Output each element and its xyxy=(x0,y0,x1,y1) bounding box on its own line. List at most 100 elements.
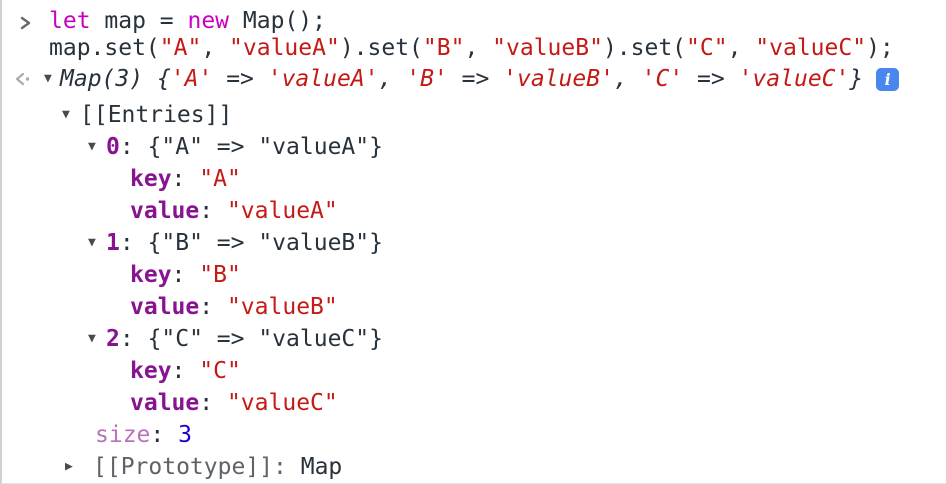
code-token: "valueA" xyxy=(229,35,340,61)
code-token: , xyxy=(613,66,642,92)
code-token: {"B" => "valueB"} xyxy=(147,230,383,256)
code-token: : xyxy=(171,262,200,288)
chevron-right-icon xyxy=(19,15,34,31)
code-token: : xyxy=(119,326,148,352)
code-token: [[Entries]] xyxy=(80,102,233,128)
code-token: 2 xyxy=(106,326,120,352)
tree-row-text: 1: {"B" => "valueB"} xyxy=(106,230,383,256)
code-token: {"A" => "valueA"} xyxy=(147,134,383,160)
code-token: key xyxy=(130,358,172,384)
code-token: "C" xyxy=(199,358,241,384)
entry-1-key-row: key: "B" xyxy=(2,259,946,291)
code-line-1: let map = new Map(); xyxy=(49,8,894,35)
triangle-down-icon[interactable]: ▼ xyxy=(62,106,70,122)
code-token: map.set( xyxy=(49,35,160,61)
entry-2-row[interactable]: ▼ 2: {"C" => "valueC"} xyxy=(2,323,946,355)
code-token: "B" xyxy=(199,262,241,288)
triangle-down-icon[interactable]: ▼ xyxy=(44,70,52,86)
code-line-2: map.set("A", "valueA").set("B", "valueB"… xyxy=(49,35,894,62)
code-token: ).set( xyxy=(339,35,423,61)
tree-row-text: key: "B" xyxy=(130,262,241,288)
console-result-entry: ▼ Map(3) {'A' => 'valueA', 'B' => 'value… xyxy=(2,62,946,483)
code-token: value xyxy=(130,198,200,224)
code-token: , xyxy=(464,35,493,61)
code-token: => xyxy=(683,66,739,92)
code-token: 'valueA' xyxy=(267,66,379,92)
entries-row[interactable]: ▼ [[Entries]] xyxy=(2,99,946,131)
code-token: , xyxy=(378,66,407,92)
code-token: : xyxy=(171,166,200,192)
code-token: : xyxy=(199,198,227,224)
object-tree: ▼ [[Entries]] ▼ 0: {"A" => "valueA"} key: "A… xyxy=(2,99,946,483)
code-token: "valueA" xyxy=(226,198,338,224)
code-token: ).set( xyxy=(602,35,687,61)
code-token: "valueC" xyxy=(226,390,338,416)
entry-2-key-row: key: "C" xyxy=(2,355,946,387)
entry-1-value-row: value: "valueB" xyxy=(2,291,946,323)
entry-0-row[interactable]: ▼ 0: {"A" => "valueA"} xyxy=(2,131,946,163)
code-token: 'A' xyxy=(170,66,213,92)
result-arrow-icon xyxy=(12,70,36,88)
triangle-down-icon[interactable]: ▼ xyxy=(88,330,96,346)
code-token: key xyxy=(130,262,172,288)
tree-row-text: value: "valueA" xyxy=(130,198,338,224)
map-summary-row[interactable]: ▼ Map(3) {'A' => 'valueA', 'B' => 'value… xyxy=(2,62,946,96)
code-token: 3 xyxy=(178,422,192,448)
code-token: let xyxy=(49,8,91,34)
code-token: "B" xyxy=(422,35,465,61)
entry-0-key-row: key: "A" xyxy=(2,163,946,195)
tree-row-text: 0: {"A" => "valueA"} xyxy=(106,134,383,160)
console-input-code: let map = new Map(); map.set("A", "value… xyxy=(49,8,894,62)
code-token: [[Prototype]] xyxy=(93,454,274,480)
code-token: 0 xyxy=(106,134,120,160)
code-token: ); xyxy=(866,35,894,61)
code-token: Map(3) xyxy=(60,66,144,92)
triangle-right-icon[interactable]: ▶ xyxy=(65,458,73,474)
code-token: 'valueB' xyxy=(503,66,614,92)
tree-row-text: value: "valueB" xyxy=(130,294,338,320)
code-token: "A" xyxy=(159,35,202,61)
code-token: : xyxy=(150,422,179,448)
code-token: "valueB" xyxy=(492,35,603,61)
map-preview-text[interactable]: Map(3) {'A' => 'valueA', 'B' => 'valueB'… xyxy=(60,66,863,92)
tree-row-text: [[Prototype]]: Map xyxy=(93,454,342,480)
code-token: "valueB" xyxy=(226,294,338,320)
code-token: Map(); xyxy=(229,8,326,34)
info-icon[interactable]: i xyxy=(876,67,900,91)
tree-row-text: value: "valueC" xyxy=(130,390,338,416)
info-icon-glyph: i xyxy=(884,69,891,89)
code-token: 'C' xyxy=(641,66,684,92)
code-token: : xyxy=(199,390,227,416)
code-token: map = xyxy=(90,8,188,34)
tree-row-text: size: 3 xyxy=(95,422,192,448)
entry-0-value-row: value: "valueA" xyxy=(2,195,946,227)
code-token: "A" xyxy=(199,166,241,192)
tree-row-text: key: "A" xyxy=(130,166,241,192)
code-token: key xyxy=(130,166,172,192)
prototype-row[interactable]: ▶ [[Prototype]]: Map xyxy=(2,451,946,483)
code-token: "C" xyxy=(686,35,728,61)
code-token: {"C" => "valueC"} xyxy=(147,326,383,352)
code-token: new xyxy=(187,8,230,34)
code-token: , xyxy=(727,35,756,61)
tree-row-text: key: "C" xyxy=(130,358,241,384)
code-token: "valueC" xyxy=(755,35,867,61)
code-token: 'B' xyxy=(406,66,448,92)
code-token: , xyxy=(201,35,230,61)
code-token: 'valueC' xyxy=(738,66,850,92)
tree-row-text: 2: {"C" => "valueC"} xyxy=(106,326,383,352)
triangle-down-icon[interactable]: ▼ xyxy=(88,138,96,154)
code-token: value xyxy=(130,390,200,416)
code-token: : xyxy=(119,134,148,160)
code-token: { xyxy=(143,66,171,92)
code-token: => xyxy=(447,66,504,92)
triangle-down-icon[interactable]: ▼ xyxy=(88,234,96,250)
code-token: : xyxy=(273,454,301,480)
entry-2-value-row: value: "valueC" xyxy=(2,387,946,419)
entry-1-row[interactable]: ▼ 1: {"B" => "valueB"} xyxy=(2,227,946,259)
code-token: 1 xyxy=(106,230,120,256)
code-token: value xyxy=(130,294,200,320)
size-row: size: 3 xyxy=(2,419,946,451)
code-token: size xyxy=(95,422,151,448)
